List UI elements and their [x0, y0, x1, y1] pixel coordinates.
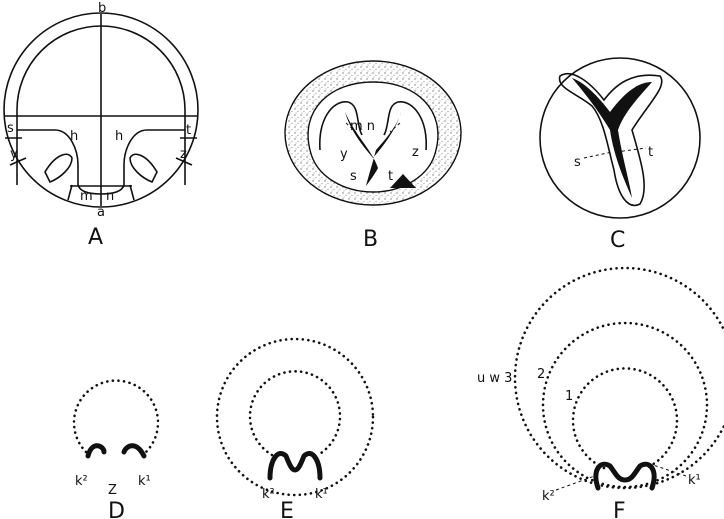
panel-a-right-groove: [129, 153, 158, 184]
label-k2: k²: [75, 474, 88, 489]
panel-c: s t C: [539, 57, 701, 253]
panel-f-neural-fold: [593, 461, 657, 491]
panel-d: k² k¹ Z D: [72, 379, 160, 519]
label-k2: k²: [262, 487, 275, 502]
panel-a-neural-fold: [17, 129, 185, 195]
label-s: s: [350, 169, 357, 184]
panel-f-leader: [649, 463, 687, 477]
panel-d-dotted-ring: [72, 379, 160, 454]
label-b: b: [98, 1, 106, 16]
caption-e: E: [280, 499, 294, 519]
label-uw3: u w 3: [477, 371, 512, 386]
panel-a-divider: [67, 184, 73, 201]
caption-f: F: [613, 499, 626, 519]
panel-a-left-groove: [44, 153, 73, 184]
label-y: y: [340, 147, 348, 162]
label-k1: k¹: [688, 473, 701, 488]
label-y: y: [10, 147, 18, 162]
panel-f-ring-1: [571, 367, 679, 470]
panel-c-neural-tube: [572, 78, 652, 198]
caption-c: C: [610, 228, 625, 253]
label-z: z: [180, 147, 187, 162]
label-s: s: [7, 121, 14, 136]
panel-f-ring-2: [541, 321, 709, 489]
label-k2: k²: [542, 489, 555, 504]
panel-c-leader: [583, 151, 613, 159]
label-n: n: [106, 189, 114, 204]
panel-d-left-fold: [85, 443, 107, 459]
panel-f-ring-uw3: [513, 266, 724, 490]
panel-c-outer-circle: [539, 57, 701, 219]
label-mn: m n: [350, 119, 375, 134]
panel-b-inner-cavity: [307, 81, 439, 193]
label-t: t: [388, 169, 393, 184]
panel-b-neural-tube: [345, 112, 401, 186]
panel-b-left-fold: [319, 101, 363, 151]
panel-b-leader: [389, 122, 401, 133]
panel-e-outer-ring: [215, 337, 375, 497]
panel-e: k² k¹ E: [215, 337, 375, 519]
panel-f-leader: [555, 473, 601, 491]
panel-c-body-outline: [558, 73, 663, 207]
caption-d: D: [108, 499, 125, 519]
panel-b-right-fold: [383, 101, 427, 151]
label-1: 1: [565, 389, 573, 404]
label-z: Z: [108, 483, 117, 498]
panel-c-leader: [615, 147, 647, 153]
label-m: m: [80, 189, 93, 204]
label-h-right: h: [115, 129, 123, 144]
panel-e-neural-fold: [267, 451, 323, 481]
panel-e-inner-ring: [248, 370, 342, 457]
label-t: t: [186, 123, 191, 138]
caption-a: A: [88, 225, 103, 250]
panel-a-divider: [129, 184, 135, 201]
panel-f: u w 3 2 1 k² k¹ F: [477, 266, 724, 519]
panel-b-notch: [390, 174, 416, 188]
panel-b: m n y z s t B: [284, 60, 462, 252]
caption-b: B: [363, 227, 378, 252]
panel-d-right-fold: [121, 443, 147, 459]
panel-b-leader: [345, 122, 357, 133]
panel-a-divider: [175, 157, 193, 166]
label-2: 2: [537, 367, 545, 382]
label-k1: k¹: [138, 474, 151, 489]
label-z: z: [412, 145, 419, 160]
panel-a-outer-circle: [3, 12, 199, 208]
label-t: t: [648, 145, 653, 160]
label-a: a: [97, 205, 105, 220]
label-h-left: h: [70, 129, 78, 144]
panel-a-divider: [9, 157, 27, 166]
label-k1: k¹: [315, 487, 328, 502]
label-s: s: [574, 155, 581, 170]
panel-a: b a h h s y t z m n A: [3, 1, 199, 250]
